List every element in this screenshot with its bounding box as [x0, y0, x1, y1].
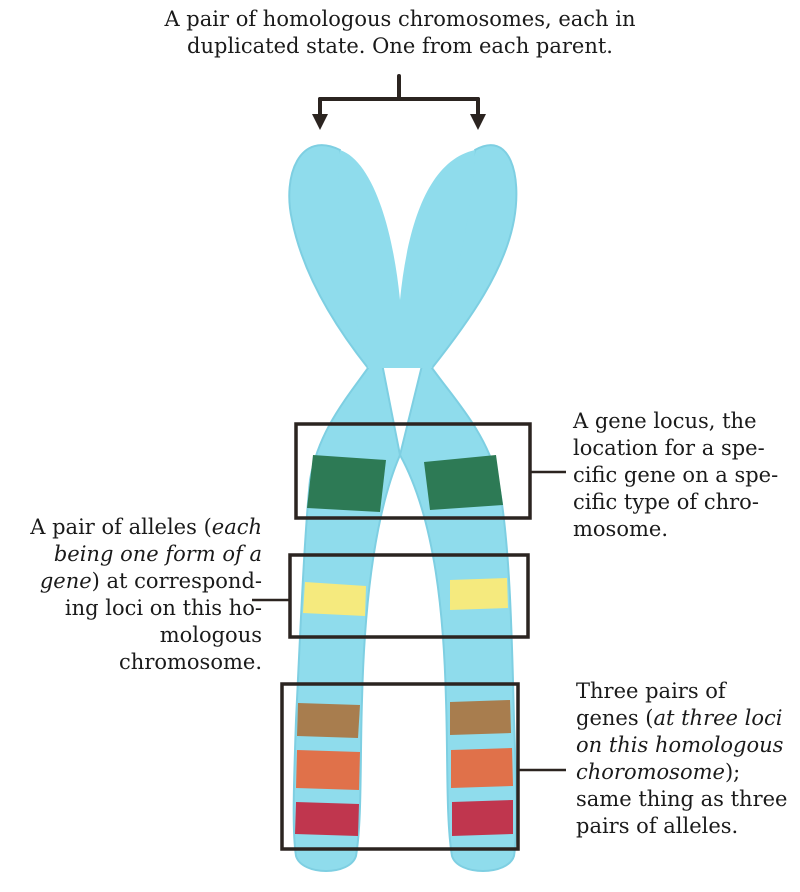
alleles-italic: each [211, 515, 262, 539]
three-pairs-italic: on this homologous [576, 733, 784, 757]
alleles-label: A pair of alleles (each being one form o… [0, 514, 262, 676]
bracket-arrow [318, 74, 480, 120]
alleles-italic: gene [39, 569, 92, 593]
top-label-line: A pair of homologous chromosomes, each i… [164, 7, 636, 31]
three-pairs-line: pairs of alleles. [576, 814, 739, 838]
orange-band-right [451, 748, 513, 788]
gene-locus-line: cific gene on a spe- [573, 463, 779, 487]
red-band-left [295, 802, 359, 836]
top-label-line: duplicated state. One from each parent. [187, 34, 613, 58]
gene-locus-line: mosome. [573, 517, 668, 541]
centromere [337, 150, 475, 368]
three-pairs-line: choromosome); [576, 759, 787, 786]
top-label: A pair of homologous chromosomes, each i… [0, 6, 800, 60]
alleles-italic: being one form of a [53, 542, 262, 566]
gene-locus-line: location for a spe- [573, 436, 765, 460]
three-pairs-italic: at three loci [653, 706, 783, 730]
three-pairs-line: on this homologous [576, 732, 787, 759]
three-pairs-text: genes ( [576, 706, 654, 730]
alleles-line: ing loci on this ho- [64, 596, 262, 620]
gene-locus-line: cific type of chro- [573, 490, 759, 514]
brown-band-right [450, 700, 511, 735]
alleles-box [288, 553, 530, 639]
allele-band-left [303, 582, 366, 616]
arrow-head-right [470, 114, 486, 130]
brown-band-left [297, 703, 360, 738]
three-pairs-text: ); [724, 760, 741, 784]
gene-locus-band-left [307, 455, 386, 512]
three-pairs-italic: choromosome [576, 760, 725, 784]
three-pairs-line: Three pairs of [576, 679, 726, 703]
gene-locus-line: A gene locus, the [573, 409, 757, 433]
alleles-line: being one form of a [0, 541, 262, 568]
three-pairs-line: same thing as three [576, 787, 788, 811]
alleles-text: ) at correspond- [91, 569, 262, 593]
alleles-line: mologous [159, 623, 262, 647]
three-pairs-line: genes (at three loci [576, 705, 787, 732]
alleles-text: A pair of alleles ( [30, 515, 212, 539]
gene-locus-label: A gene locus, the location for a spe- ci… [573, 408, 778, 543]
three-pairs-label: Three pairs of genes (at three loci on t… [576, 678, 787, 840]
red-band-right [452, 800, 513, 836]
three-pairs-box [280, 682, 520, 851]
alleles-line: chromosome. [119, 650, 262, 674]
gene-locus-band-right [424, 455, 503, 510]
allele-band-right [450, 578, 508, 610]
arrow-head-left [312, 114, 328, 130]
orange-band-left [296, 750, 360, 790]
alleles-line: gene) at correspond- [0, 568, 262, 595]
alleles-line: A pair of alleles (each [0, 514, 262, 541]
